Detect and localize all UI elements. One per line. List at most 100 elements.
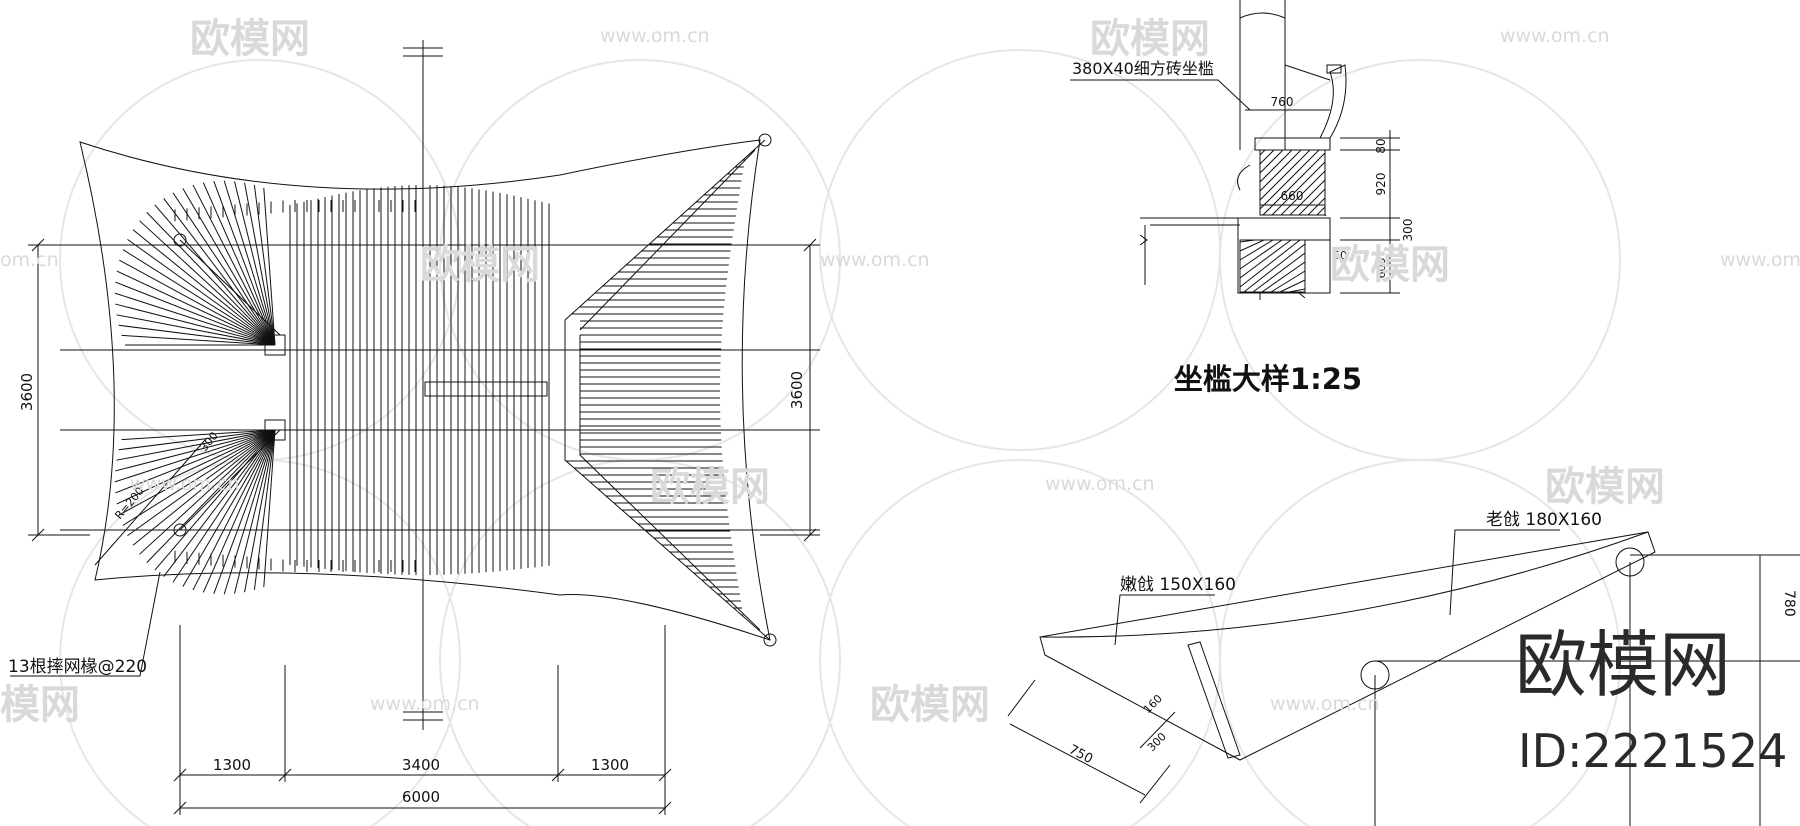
drawing-line [244, 182, 276, 346]
sill-detail: 760 660 80 920 300 600 50 380X40细方砖坐槛 坐槛… [1070, 0, 1415, 396]
drawing-line [182, 429, 276, 587]
drawing-line [118, 324, 276, 346]
sill-dim-300: 300 [1401, 219, 1415, 242]
drawing-line [1261, 261, 1306, 293]
sill-note: 380X40细方砖坐槛 [1072, 59, 1214, 78]
wm-brand-4: 欧模网 [1330, 242, 1450, 288]
drawing-line [127, 238, 276, 346]
drawing-line [119, 259, 276, 346]
drawing-line [116, 270, 276, 346]
drawing-line [1259, 149, 1284, 174]
watermarks: 欧模网 www.om.cn 欧模网 www.om.cn om.cn 欧模网 ww… [0, 16, 1800, 728]
drawing-line [1259, 149, 1302, 192]
wm-url-2: www.om.cn [1500, 25, 1610, 47]
drawing-line [115, 429, 276, 472]
watermark-circles [59, 49, 1621, 826]
drawing-line [172, 429, 276, 583]
wm-brand-8: 欧模网 [870, 682, 990, 728]
drawing-line [202, 182, 276, 346]
wm-url-3: om.cn [0, 249, 59, 271]
drawing-line [1279, 279, 1306, 293]
drawing-line [114, 429, 276, 483]
drawing-line [1270, 270, 1306, 293]
drawing-line [1262, 152, 1326, 216]
wm-url-8: www.om.cn [370, 693, 480, 715]
drawing-line [1288, 288, 1306, 293]
drawing-line [1243, 243, 1306, 293]
drawing-line [1239, 239, 1283, 270]
drawing-line [1259, 149, 1275, 165]
drawing-line [115, 429, 276, 494]
drawing-line [253, 184, 276, 346]
drawing-line [146, 212, 276, 346]
dim-right-3600: 3600 [788, 371, 806, 409]
wm-url-4: www.om.cn [820, 249, 930, 271]
drawing-line [233, 181, 276, 346]
drawing-line [1239, 239, 1256, 243]
drawing-line [127, 429, 276, 537]
brand-id: ID:2221524 [1518, 724, 1787, 778]
sill-dim-660: 660 [1281, 189, 1304, 203]
drawing-line [1280, 170, 1326, 216]
drawing-line [139, 220, 276, 346]
drawing-line [1252, 252, 1306, 293]
wm-brand-1: 欧模网 [190, 16, 310, 62]
drawing-line [121, 429, 276, 441]
drawing-line [154, 204, 276, 346]
dim-bottom-2: 3400 [402, 756, 440, 774]
drawing-line [114, 292, 276, 346]
wm-url-9: www.om.cn [1270, 693, 1380, 715]
drawing-line [1259, 149, 1266, 156]
sill-dim-760: 760 [1271, 95, 1294, 109]
drawing-line [1316, 206, 1326, 216]
drawing-line [1307, 197, 1326, 216]
drawing-line [139, 429, 276, 555]
dim-bottom-total: 6000 [402, 788, 440, 806]
wm-url-6: www.om.cn [130, 473, 240, 495]
wm-url-7: www.om.cn [1045, 473, 1155, 495]
drawing-line [154, 429, 276, 571]
drawing-line [1239, 239, 1292, 279]
drawing-line [253, 429, 276, 591]
drawing-line [182, 188, 276, 346]
drawing-line [223, 180, 276, 346]
dim-bottom-1: 1300 [213, 756, 251, 774]
drawing-line [263, 187, 276, 346]
drawing-line [1324, 214, 1327, 217]
beam-dim-300: 300 [1145, 730, 1169, 754]
drawing-line [172, 192, 276, 346]
label-young-beam: 嫩戗 150X160 [1120, 575, 1236, 595]
sill-dim-80: 80 [1374, 138, 1388, 153]
drawing-line [116, 314, 276, 346]
drawing-line [163, 198, 276, 346]
brand-block: 欧模网 ID:2221524 [1515, 623, 1787, 778]
drawing-line [1239, 239, 1265, 252]
sill-dim-600: 600 [1375, 258, 1388, 279]
wm-brand-7: 模网 [0, 682, 80, 728]
drawing-line [233, 429, 276, 594]
drawing-line [213, 180, 276, 346]
brand-name: 欧模网 [1515, 623, 1731, 707]
label-old-beam: 老戗 180X160 [1486, 510, 1602, 530]
drawing-line [122, 429, 276, 526]
beam-dim-750: 750 [1066, 742, 1095, 767]
drawing-line [121, 334, 276, 346]
drawing-line [1259, 149, 1320, 210]
dim-left-3600: 3600 [18, 373, 36, 411]
wm-url-5: www.om.cn [1720, 249, 1800, 271]
wm-brand-3: 欧模网 [420, 242, 540, 288]
wm-brand-6: 欧模网 [1545, 464, 1665, 510]
drawing-line [223, 429, 276, 595]
drawing-line [132, 429, 276, 546]
drawing-line [116, 429, 276, 505]
wm-brand-5: 欧模网 [650, 464, 770, 510]
dim-bottom-3: 1300 [591, 756, 629, 774]
drawing-line [1289, 179, 1326, 216]
drawing-line [192, 429, 276, 591]
drawing-line [119, 429, 276, 516]
drawing-line [163, 429, 276, 577]
drawing-line [244, 429, 276, 593]
sill-title: 坐槛大样1:25 [1174, 362, 1362, 396]
drawing-line [213, 429, 276, 595]
drawing-line [1271, 161, 1326, 216]
